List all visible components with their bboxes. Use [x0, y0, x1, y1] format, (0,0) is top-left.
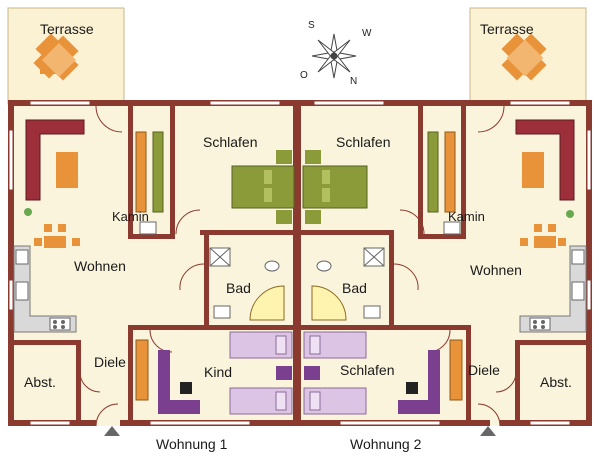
entrance-arrow-icon-2: [480, 426, 496, 436]
left-double-bed: [231, 150, 295, 224]
right-wardrobes: [427, 131, 461, 235]
compass-n: N: [350, 76, 358, 87]
label-left-living: Wohnen: [74, 258, 126, 274]
entrance-arrow-icon: [104, 426, 120, 436]
label-left-terrace: Terrasse: [40, 21, 94, 37]
left-wardrobes: [135, 131, 164, 235]
left-hall-wardrobe: [135, 339, 149, 401]
interior-walls: [14, 106, 586, 425]
left-desk: [158, 350, 200, 414]
compass-o: O: [300, 70, 308, 81]
compass-s: S: [308, 20, 315, 31]
label-left-child: Kind: [204, 364, 233, 380]
windows: [8, 100, 592, 426]
right-desk-chair: [406, 382, 418, 394]
label-right-storage: Abst.: [540, 374, 572, 390]
left-coffee-table: [56, 152, 78, 188]
label-left-fireplace: Kamin: [112, 209, 149, 224]
label-left-storage: Abst.: [24, 374, 56, 390]
label-right-bedroom2: Schlafen: [340, 362, 395, 378]
right-bath-fixtures: [311, 247, 385, 321]
right-dining-set: [520, 224, 566, 248]
left-terrace-table: [33, 33, 79, 81]
label-left-bath: Bad: [226, 280, 251, 296]
left-bath-fixtures: [209, 247, 285, 321]
label-right-hall: Diele: [468, 362, 500, 378]
label-right-bedroom: Schlafen: [336, 134, 391, 150]
caption-unit-1: Wohnung 1: [156, 436, 228, 452]
compass-w: W: [362, 28, 372, 39]
left-nightstand: [276, 366, 292, 380]
left-plant: [24, 208, 32, 216]
label-right-bath: Bad: [342, 280, 367, 296]
compass-rose-icon: [311, 33, 357, 79]
left-desk-chair: [180, 382, 192, 394]
single-beds: [229, 331, 367, 415]
right-plant: [566, 210, 574, 218]
left-dining-set: [34, 224, 80, 248]
right-hall-wardrobe: [449, 339, 463, 401]
party-wall: [293, 106, 301, 420]
right-desk: [398, 350, 440, 414]
right-double-bed: [302, 150, 368, 224]
caption-unit-2: Wohnung 2: [350, 436, 422, 452]
label-right-living: Wohnen: [470, 262, 522, 278]
label-left-bedroom: Schlafen: [203, 134, 258, 150]
right-nightstand: [304, 366, 320, 380]
label-right-terrace: Terrasse: [480, 21, 534, 37]
label-left-hall: Diele: [94, 354, 126, 370]
right-coffee-table: [522, 152, 544, 188]
left-sofa: [25, 119, 85, 201]
right-terrace-table: [501, 33, 547, 81]
label-right-fireplace: Kamin: [448, 209, 485, 224]
right-sofa: [515, 119, 575, 201]
left-kitchen: [13, 245, 77, 333]
right-kitchen: [519, 245, 587, 333]
